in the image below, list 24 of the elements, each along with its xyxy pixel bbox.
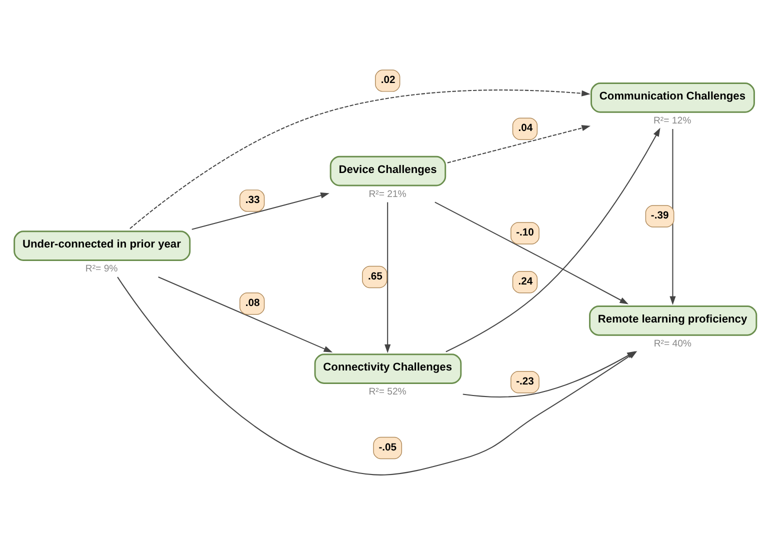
node-label: R²= 52% <box>368 386 406 398</box>
arrow <box>446 127 660 352</box>
edge-label: .08 <box>245 297 260 308</box>
node-label: R²= 40% <box>654 338 692 350</box>
node-label: R²= 12% <box>653 115 692 126</box>
arrow <box>462 350 636 397</box>
arrow <box>434 201 628 304</box>
node-label: R²= 21% <box>368 188 406 200</box>
edge-label: .33 <box>245 194 260 206</box>
arrow <box>192 192 330 230</box>
edge-label: -.10 <box>516 227 534 238</box>
edge-label: -.39 <box>650 210 669 222</box>
arrow <box>384 202 391 353</box>
edge-label: -.23 <box>516 376 534 387</box>
edge-label: .02 <box>380 74 396 86</box>
edge-label: .24 <box>518 276 533 288</box>
arrow <box>670 128 676 304</box>
edge-label: -.05 <box>378 442 397 453</box>
arrow <box>158 276 333 352</box>
arrow <box>447 124 591 163</box>
edge-label: .04 <box>518 122 533 134</box>
edge-label: .65 <box>368 270 382 282</box>
arrow <box>130 89 590 228</box>
node-label: R²= 9% <box>85 263 118 274</box>
